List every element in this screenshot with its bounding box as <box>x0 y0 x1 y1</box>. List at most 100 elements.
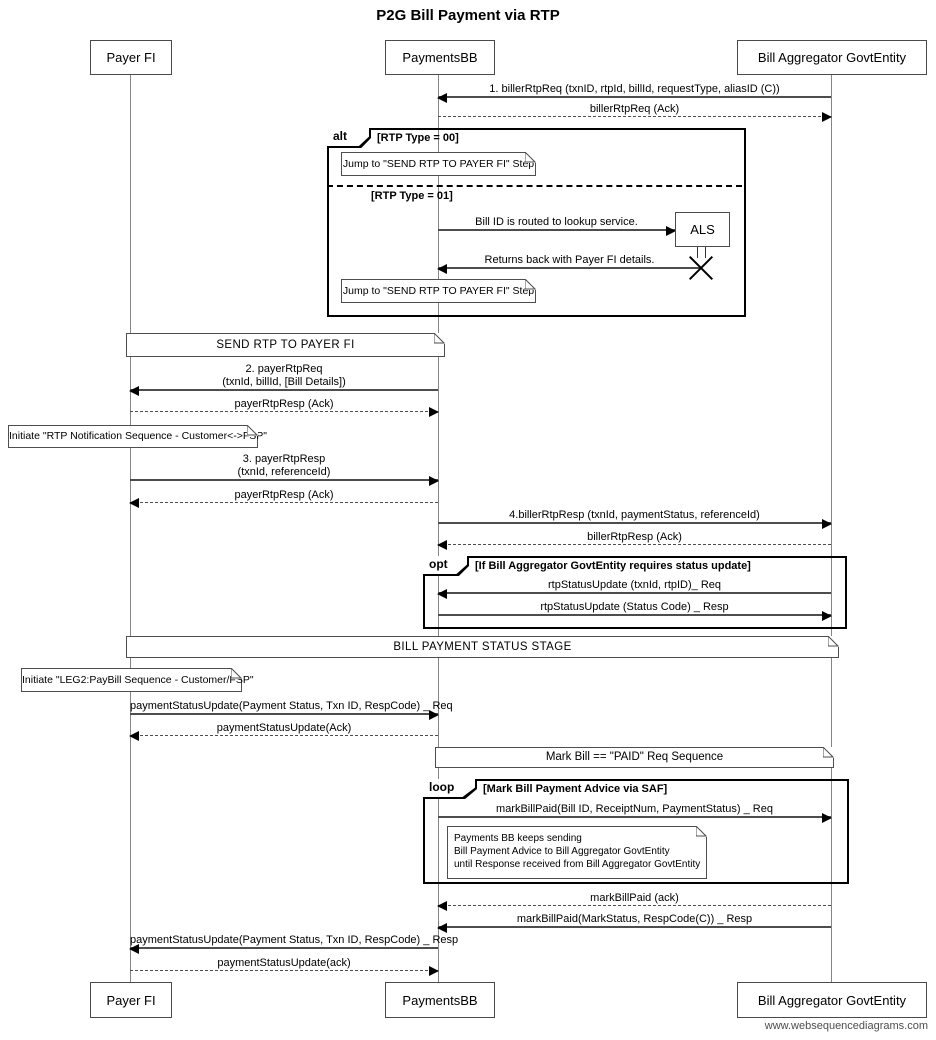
message-payerRtpReq: 2. payerRtpReq(txnId, billId, [Bill Deta… <box>129 363 438 396</box>
message-line <box>438 116 831 117</box>
actor-label: Bill Aggregator GovtEntity <box>757 992 907 1008</box>
message-payerRtpResp-ack-2: payerRtpResp (Ack) <box>129 489 438 508</box>
message-label: Returns back with Payer FI details. <box>484 254 655 266</box>
message-billerRtpReq: 1. billerRtpReq (txnID, rtpId, billId, r… <box>437 83 831 103</box>
arrowhead-left-icon <box>437 264 447 274</box>
arrowhead-left-icon <box>129 731 139 741</box>
tab-shape-inner <box>423 556 467 574</box>
fold-icon <box>231 668 242 679</box>
fragment-operator: loop <box>429 780 455 794</box>
note-text: Initiate "LEG2:PayBill Sequence - Custom… <box>22 674 254 686</box>
fold-icon <box>247 425 258 436</box>
message-line <box>438 522 831 524</box>
note-line: until Response received from Bill Aggreg… <box>454 859 701 870</box>
message-line <box>130 479 438 481</box>
message-line <box>438 96 831 98</box>
fragment-condition: [Mark Bill Payment Advice via SAF] <box>483 783 668 795</box>
actor-payer-fi-top: Payer FI <box>90 40 172 75</box>
fold-icon <box>434 333 445 344</box>
arrowhead-right-icon <box>822 611 832 621</box>
arrowhead-right-icon <box>822 813 832 823</box>
alt-else-condition: [RTP Type = 01] <box>371 190 453 202</box>
band-send-rtp-to-payer-fi: SEND RTP TO PAYER FI <box>126 333 445 357</box>
arrowhead-right-icon <box>429 407 439 417</box>
message-label: billerRtpReq (Ack) <box>589 103 680 115</box>
note-text: Jump to "SEND RTP TO PAYER FI" Step <box>342 158 535 170</box>
message-label: paymentStatusUpdate(Payment Status, Txn … <box>130 934 459 946</box>
message-label: 4.billerRtpResp (txnId, paymentStatus, r… <box>509 509 760 521</box>
message-payerRtpResp-ack-1: payerRtpResp (Ack) <box>130 398 439 417</box>
message-line <box>438 905 831 906</box>
lifeline-paymentsbb <box>438 73 439 982</box>
note-text: Initiate "RTP Notification Sequence - Cu… <box>9 430 268 442</box>
fold-icon <box>828 636 839 647</box>
arrowhead-left-icon <box>437 901 447 911</box>
arrowhead-left-icon <box>129 944 139 954</box>
message-markBillPaid-ack: markBillPaid (ack) <box>437 892 831 911</box>
actor-als: ALS <box>675 212 730 247</box>
tab-shape-inner <box>423 779 475 797</box>
message-billerRtpResp-ack: billerRtpResp (Ack) <box>437 531 831 550</box>
watermark: www.websequencediagrams.com <box>764 1020 928 1032</box>
fragment-loop: loop [Mark Bill Payment Advice via SAF] <box>423 779 849 884</box>
message-label: Bill ID is routed to lookup service. <box>475 216 638 228</box>
tab-shape-inner <box>327 128 369 146</box>
message-label: paymentStatusUpdate(ack) <box>217 957 351 969</box>
alt-else-divider <box>327 185 742 187</box>
message-label: markBillPaid (ack) <box>590 892 679 904</box>
message-bill-id-lookup: Bill ID is routed to lookup service. <box>438 216 676 236</box>
actor-label: Payer FI <box>106 992 156 1008</box>
message-billerRtpResp: 4.billerRtpResp (txnId, paymentStatus, r… <box>438 509 832 529</box>
arrowhead-left-icon <box>129 498 139 508</box>
message-paymentStatusUpdate-req: paymentStatusUpdate(Payment Status, Txn … <box>130 700 453 720</box>
note-initiate-rtp-notification: Initiate "RTP Notification Sequence - Cu… <box>8 425 267 448</box>
arrowhead-right-icon <box>429 966 439 976</box>
message-line <box>130 502 438 503</box>
message-label: 2. payerRtpReq <box>245 363 323 375</box>
band-label: Mark Bill == "PAID" Req Sequence <box>545 751 724 763</box>
message-paymentStatusUpdate-ack-2: paymentStatusUpdate(ack) <box>130 957 439 976</box>
message-line <box>438 816 831 818</box>
actor-bill-aggregator-bottom: Bill Aggregator GovtEntity <box>737 982 927 1018</box>
actor-payer-fi-bottom: Payer FI <box>90 982 172 1018</box>
message-label: payerRtpResp (Ack) <box>234 489 334 501</box>
message-line <box>130 389 438 391</box>
fragment-operator: opt <box>429 557 448 571</box>
message-sublabel: (txnId, billId, [Bill Details]) <box>222 376 346 388</box>
message-line <box>438 229 675 231</box>
fragment-operator: alt <box>333 129 348 143</box>
fold-icon <box>823 747 834 758</box>
arrowhead-left-icon <box>437 923 447 933</box>
band-label: BILL PAYMENT STATUS STAGE <box>393 641 572 653</box>
arrowhead-left-icon <box>437 93 447 103</box>
arrowhead-right-icon <box>822 112 832 122</box>
message-payerRtpResp: 3. payerRtpResp(txnId, referenceId) <box>130 453 439 486</box>
message-label: payerRtpResp (Ack) <box>234 398 334 410</box>
fragment-operator-tab: loop <box>423 779 477 799</box>
note-jump-to-send-rtp-2: Jump to "SEND RTP TO PAYER FI" Step <box>341 279 536 303</box>
message-label: 3. payerRtpResp <box>242 453 326 465</box>
arrowhead-left-icon <box>437 589 447 599</box>
actor-bill-aggregator-top: Bill Aggregator GovtEntity <box>737 40 927 75</box>
band-label: SEND RTP TO PAYER FI <box>216 339 355 351</box>
arrowhead-right-icon <box>666 226 676 236</box>
fold-icon <box>525 152 536 163</box>
message-label: paymentStatusUpdate(Ack) <box>216 722 352 734</box>
arrowhead-right-icon <box>429 476 439 486</box>
message-line <box>130 947 438 949</box>
message-billerRtpReq-ack: billerRtpReq (Ack) <box>438 103 832 122</box>
message-label: 1. billerRtpReq (txnID, rtpId, billId, r… <box>489 83 780 95</box>
actor-paymentsbb-bottom: PaymentsBB <box>385 982 495 1018</box>
als-activation-bar <box>697 246 706 258</box>
actor-label: PaymentsBB <box>402 992 478 1008</box>
message-line <box>438 926 831 928</box>
message-label: billerRtpResp (Ack) <box>587 531 682 543</box>
fragment-opt: opt [If Bill Aggregator GovtEntity requi… <box>423 556 847 629</box>
arrowhead-left-icon <box>129 386 139 396</box>
band-mark-bill-paid: Mark Bill == "PAID" Req Sequence <box>435 747 834 768</box>
message-markBillPaid-req: markBillPaid(Bill ID, ReceiptNum, Paymen… <box>438 803 832 823</box>
actor-label: ALS <box>690 222 715 237</box>
fragment-operator-tab: opt <box>423 556 469 576</box>
